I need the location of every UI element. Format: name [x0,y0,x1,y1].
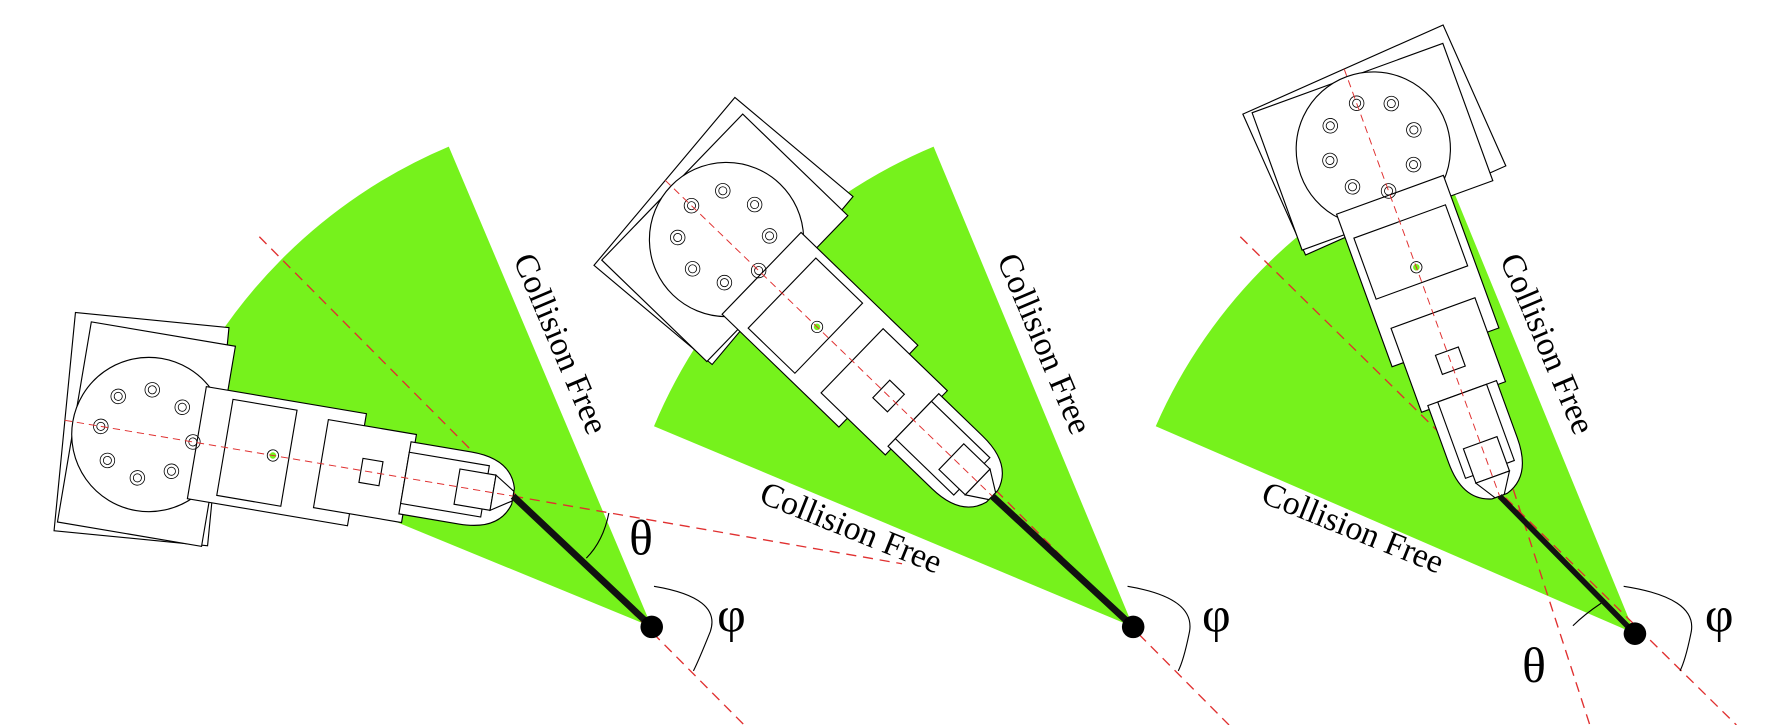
pivot-point [640,615,664,639]
phi-label: φ [1705,587,1734,642]
rod [1497,494,1637,636]
theta-label: θ [629,511,653,566]
pivot-point [1623,622,1647,645]
rod [989,493,1136,630]
phi-label: φ [1202,587,1231,642]
theta-arc [1572,602,1602,627]
phi-arc [1127,585,1191,672]
axis-line [512,495,903,565]
theta-arc [585,512,610,559]
phi-arc [1623,585,1693,672]
rod [510,493,655,630]
phi-arc [653,585,713,672]
pivot-point [1121,615,1145,639]
phi-label: φ [717,587,746,642]
theta-label: θ [1522,638,1546,693]
panel-right: Collision Free Collision Free θ φ [1155,20,1737,725]
panel-middle: Collision Free Collision Free φ [582,89,1231,725]
